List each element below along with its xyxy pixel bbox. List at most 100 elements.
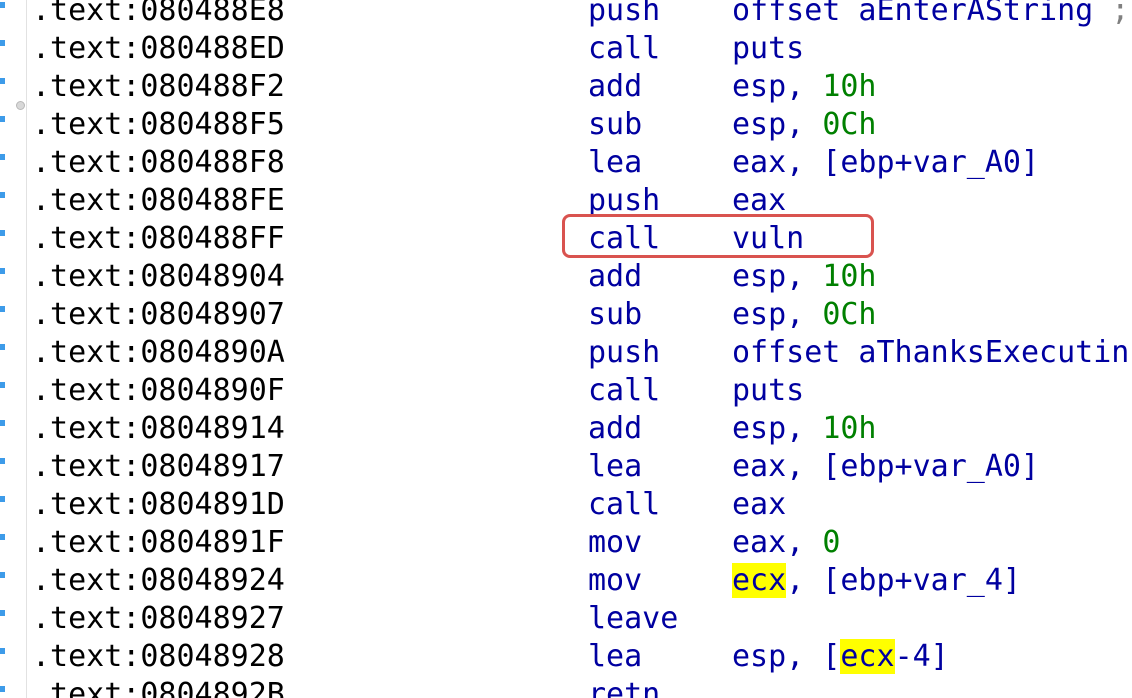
immediate-value[interactable]: 0Ch	[822, 297, 877, 332]
line-operands[interactable]: puts	[732, 372, 804, 410]
listing-line[interactable]: .text:080488F5 sub esp, 0Ch	[0, 106, 1132, 144]
breakpoint-marker-icon[interactable]	[16, 101, 25, 110]
line-operands[interactable]: esp, 10h	[732, 258, 877, 296]
listing-line[interactable]: .text:080488ED call puts	[0, 30, 1132, 68]
operand-text[interactable]: esp,	[732, 297, 823, 332]
operand-text[interactable]: esp,	[732, 107, 823, 142]
operand-text[interactable]: , [ebp+var_4]	[786, 563, 1021, 598]
immediate-value[interactable]: 0Ch	[822, 107, 877, 142]
line-mnemonic[interactable]: add	[588, 69, 643, 104]
immediate-value[interactable]: 0	[822, 525, 841, 560]
listing-line[interactable]: .text:08048924 mov ecx, [ebp+var_4]	[0, 562, 1132, 600]
line-operands[interactable]: eax, [ebp+var_A0]	[732, 144, 1039, 182]
line-address[interactable]: .text:080488F5	[32, 107, 285, 142]
operand-text[interactable]: puts	[732, 31, 805, 66]
line-operands[interactable]: esp, 0Ch	[732, 106, 877, 144]
operand-text[interactable]: puts	[732, 373, 805, 408]
line-mnemonic[interactable]: call	[588, 373, 661, 408]
listing-line[interactable]: .text:08048907 sub esp, 0Ch	[0, 296, 1132, 334]
operand-text[interactable]: eax, [ebp+var_A0]	[732, 449, 1040, 484]
line-address[interactable]: .text:08048914	[32, 411, 285, 446]
immediate-value[interactable]: 10h	[822, 411, 877, 446]
line-operands[interactable]: eax	[732, 182, 786, 220]
line-mnemonic[interactable]: add	[588, 411, 643, 446]
line-address[interactable]: .text:080488ED	[32, 31, 285, 66]
listing-line[interactable]: .text:0804892B retn	[0, 676, 1132, 698]
line-address[interactable]: .text:08048924	[32, 563, 285, 598]
highlighted-register[interactable]: ecx	[840, 639, 895, 674]
listing-line[interactable]: .text:0804891F mov eax, 0	[0, 524, 1132, 562]
line-operands[interactable]: offset aThanksExecutin	[732, 334, 1129, 372]
listing-line[interactable]: .text:080488FE push eax	[0, 182, 1132, 220]
line-operands[interactable]: offset aEnterAString ;	[732, 0, 1129, 30]
line-mnemonic[interactable]: lea	[588, 449, 643, 484]
immediate-value[interactable]: 10h	[822, 259, 877, 294]
line-address[interactable]: .text:0804890F	[32, 373, 285, 408]
line-operands[interactable]: ecx, [ebp+var_4]	[732, 562, 1021, 600]
line-mnemonic[interactable]: retn	[588, 677, 661, 698]
listing-line[interactable]: .text:080488FF call vuln	[0, 220, 1132, 258]
line-operands[interactable]: puts	[732, 30, 804, 68]
line-operands[interactable]: eax, 0	[732, 524, 840, 562]
line-operands[interactable]: esp, 10h	[732, 410, 877, 448]
comment-marker[interactable]: ;	[1093, 0, 1130, 28]
line-address[interactable]: .text:0804890A	[32, 335, 285, 370]
line-operands[interactable]: eax, [ebp+var_A0]	[732, 448, 1039, 486]
listing-line[interactable]: .text:080488F2 add esp, 10h	[0, 68, 1132, 106]
line-address[interactable]: .text:080488F2	[32, 69, 285, 104]
operand-text[interactable]: vuln	[732, 221, 805, 256]
line-mnemonic[interactable]: push	[588, 335, 661, 370]
immediate-value[interactable]: 10h	[822, 69, 877, 104]
listing-line[interactable]: .text:08048904 add esp, 10h	[0, 258, 1132, 296]
line-mnemonic[interactable]: lea	[588, 145, 643, 180]
line-mnemonic[interactable]: leave	[588, 601, 679, 636]
line-mnemonic[interactable]: call	[588, 221, 661, 256]
line-mnemonic[interactable]: push	[588, 183, 661, 218]
operand-text[interactable]: offset aEnterAString	[732, 0, 1094, 28]
operand-text[interactable]: eax	[732, 183, 787, 218]
listing-line[interactable]: .text:0804890A push offset aThanksExecutin	[0, 334, 1132, 372]
line-mnemonic[interactable]: push	[588, 0, 661, 28]
line-operands[interactable]: vuln	[732, 220, 804, 258]
operand-text[interactable]: eax,	[732, 525, 823, 560]
line-mnemonic[interactable]: lea	[588, 639, 643, 674]
line-address[interactable]: .text:08048907	[32, 297, 285, 332]
listing-line[interactable]: .text:08048914 add esp, 10h	[0, 410, 1132, 448]
operand-text[interactable]: eax, [ebp+var_A0]	[732, 145, 1040, 180]
line-mnemonic[interactable]: add	[588, 259, 643, 294]
operand-text[interactable]: esp,	[732, 259, 823, 294]
line-address[interactable]: .text:080488F8	[32, 145, 285, 180]
line-address[interactable]: .text:0804891D	[32, 487, 285, 522]
line-address[interactable]: .text:080488FE	[32, 183, 285, 218]
line-operands[interactable]: esp, 10h	[732, 68, 877, 106]
listing-line[interactable]: .text:0804890F call puts	[0, 372, 1132, 410]
listing-line[interactable]: .text:080488F8 lea eax, [ebp+var_A0]	[0, 144, 1132, 182]
operand-text[interactable]: esp,	[732, 69, 823, 104]
line-address[interactable]: .text:08048904	[32, 259, 285, 294]
line-mnemonic[interactable]: mov	[588, 563, 643, 598]
line-address[interactable]: .text:0804891F	[32, 525, 285, 560]
line-address[interactable]: .text:080488FF	[32, 221, 285, 256]
line-mnemonic[interactable]: mov	[588, 525, 643, 560]
line-operands[interactable]: eax	[732, 486, 786, 524]
line-mnemonic[interactable]: sub	[588, 297, 643, 332]
operand-text[interactable]: offset aThanksExecutin	[732, 335, 1130, 370]
line-address[interactable]: .text:0804892B	[32, 677, 285, 698]
line-address[interactable]: .text:08048927	[32, 601, 285, 636]
operand-text[interactable]: esp,	[732, 411, 823, 446]
operand-text[interactable]: -4]	[894, 639, 949, 674]
line-mnemonic[interactable]: call	[588, 31, 661, 66]
line-address[interactable]: .text:08048917	[32, 449, 285, 484]
line-address[interactable]: .text:08048928	[32, 639, 285, 674]
operand-text[interactable]: eax	[732, 487, 787, 522]
line-mnemonic[interactable]: sub	[588, 107, 643, 142]
line-operands[interactable]: esp, [ecx-4]	[732, 638, 949, 676]
listing-line[interactable]: .text:08048927 leave	[0, 600, 1132, 638]
listing-line[interactable]: .text:0804891D call eax	[0, 486, 1132, 524]
line-operands[interactable]: esp, 0Ch	[732, 296, 877, 334]
listing-line[interactable]: .text:080488E8 push offset aEnterAString ;	[0, 0, 1132, 30]
line-address[interactable]: .text:080488E8	[32, 0, 285, 28]
listing-line[interactable]: .text:08048928 lea esp, [ecx-4]	[0, 638, 1132, 676]
operand-text[interactable]: esp, [	[732, 639, 841, 674]
line-mnemonic[interactable]: call	[588, 487, 661, 522]
